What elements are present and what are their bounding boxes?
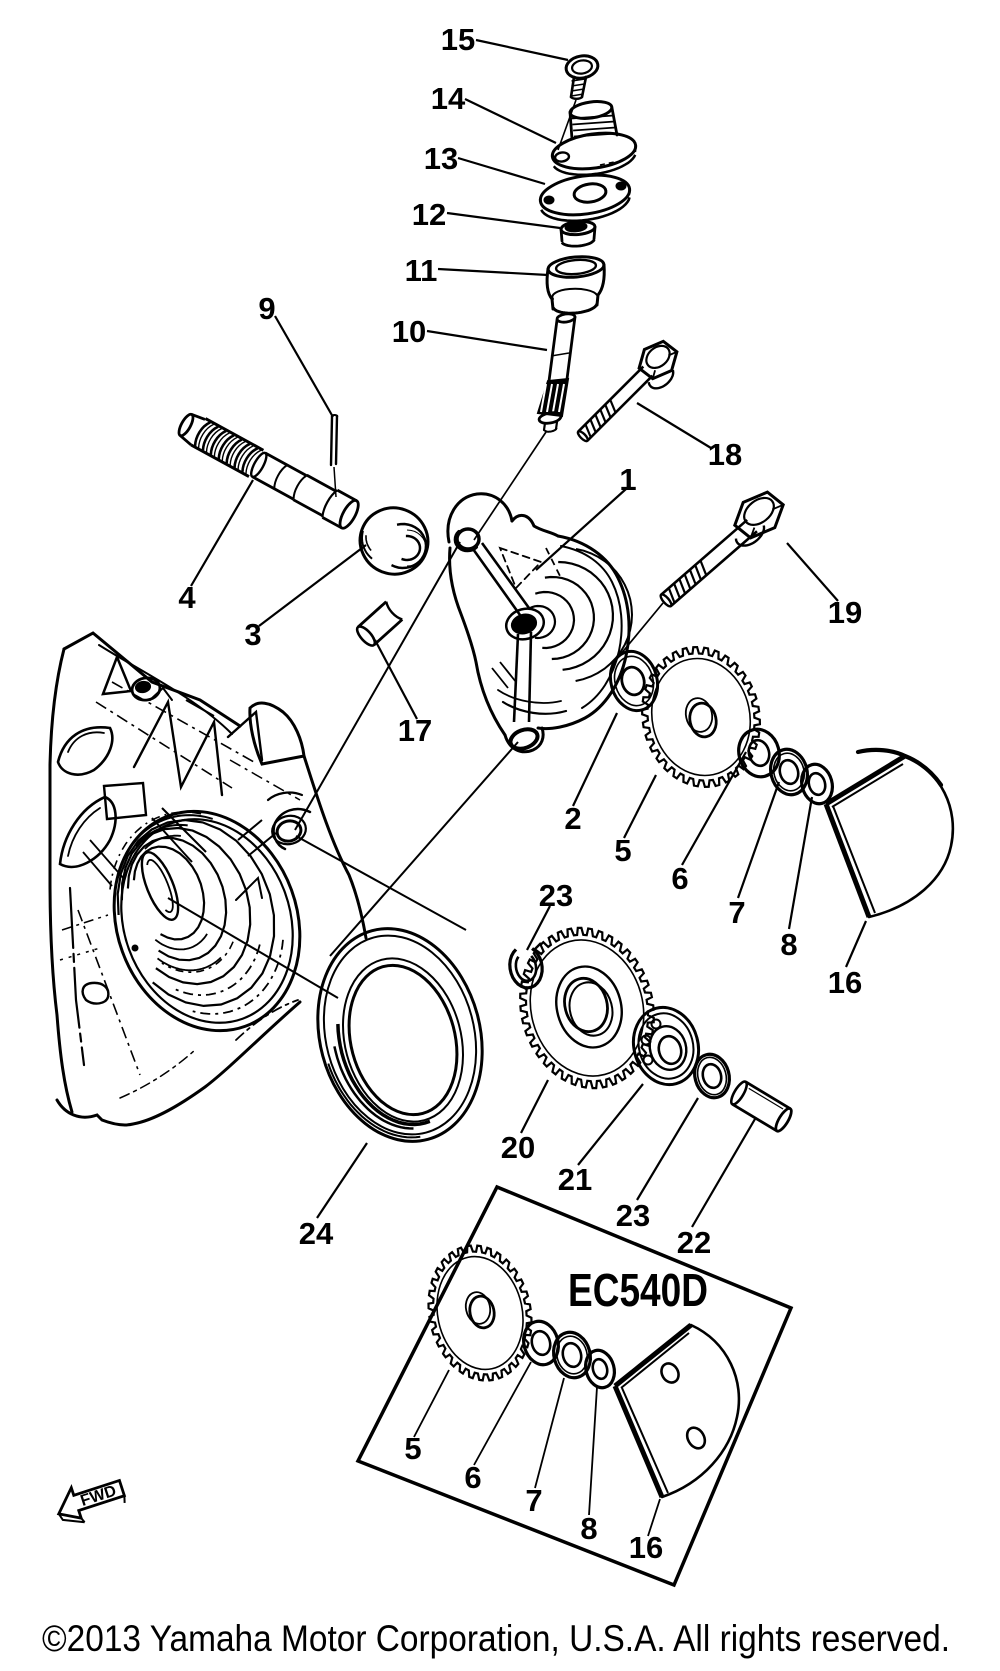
svg-text:20: 20 xyxy=(501,1130,535,1165)
svg-text:©2013 Yamaha Motor Corporation: ©2013 Yamaha Motor Corporation, U.S.A. A… xyxy=(42,1618,950,1659)
svg-text:10: 10 xyxy=(392,314,426,349)
svg-text:23: 23 xyxy=(539,878,573,913)
svg-text:19: 19 xyxy=(828,595,862,630)
svg-text:15: 15 xyxy=(441,22,475,57)
svg-text:5: 5 xyxy=(614,833,631,868)
svg-text:6: 6 xyxy=(464,1460,481,1495)
svg-text:3: 3 xyxy=(244,617,261,652)
svg-text:5: 5 xyxy=(404,1431,421,1466)
svg-text:6: 6 xyxy=(671,861,688,896)
svg-text:14: 14 xyxy=(431,81,466,116)
svg-text:18: 18 xyxy=(708,437,742,472)
svg-text:23: 23 xyxy=(616,1198,650,1233)
svg-text:2: 2 xyxy=(564,801,581,836)
svg-text:16: 16 xyxy=(629,1530,663,1565)
svg-text:16: 16 xyxy=(828,965,862,1000)
svg-text:8: 8 xyxy=(580,1511,597,1546)
svg-text:13: 13 xyxy=(424,141,458,176)
svg-text:12: 12 xyxy=(412,197,446,232)
svg-text:9: 9 xyxy=(258,291,275,326)
svg-text:11: 11 xyxy=(405,253,438,288)
svg-text:22: 22 xyxy=(677,1225,711,1260)
svg-text:7: 7 xyxy=(525,1483,542,1518)
svg-text:8: 8 xyxy=(780,927,797,962)
svg-text:1: 1 xyxy=(619,462,636,497)
svg-text:24: 24 xyxy=(299,1216,334,1251)
svg-text:4: 4 xyxy=(178,580,196,615)
svg-text:7: 7 xyxy=(728,895,745,930)
svg-text:EC540D: EC540D xyxy=(568,1264,708,1316)
svg-text:17: 17 xyxy=(398,713,432,748)
svg-text:21: 21 xyxy=(558,1162,592,1197)
